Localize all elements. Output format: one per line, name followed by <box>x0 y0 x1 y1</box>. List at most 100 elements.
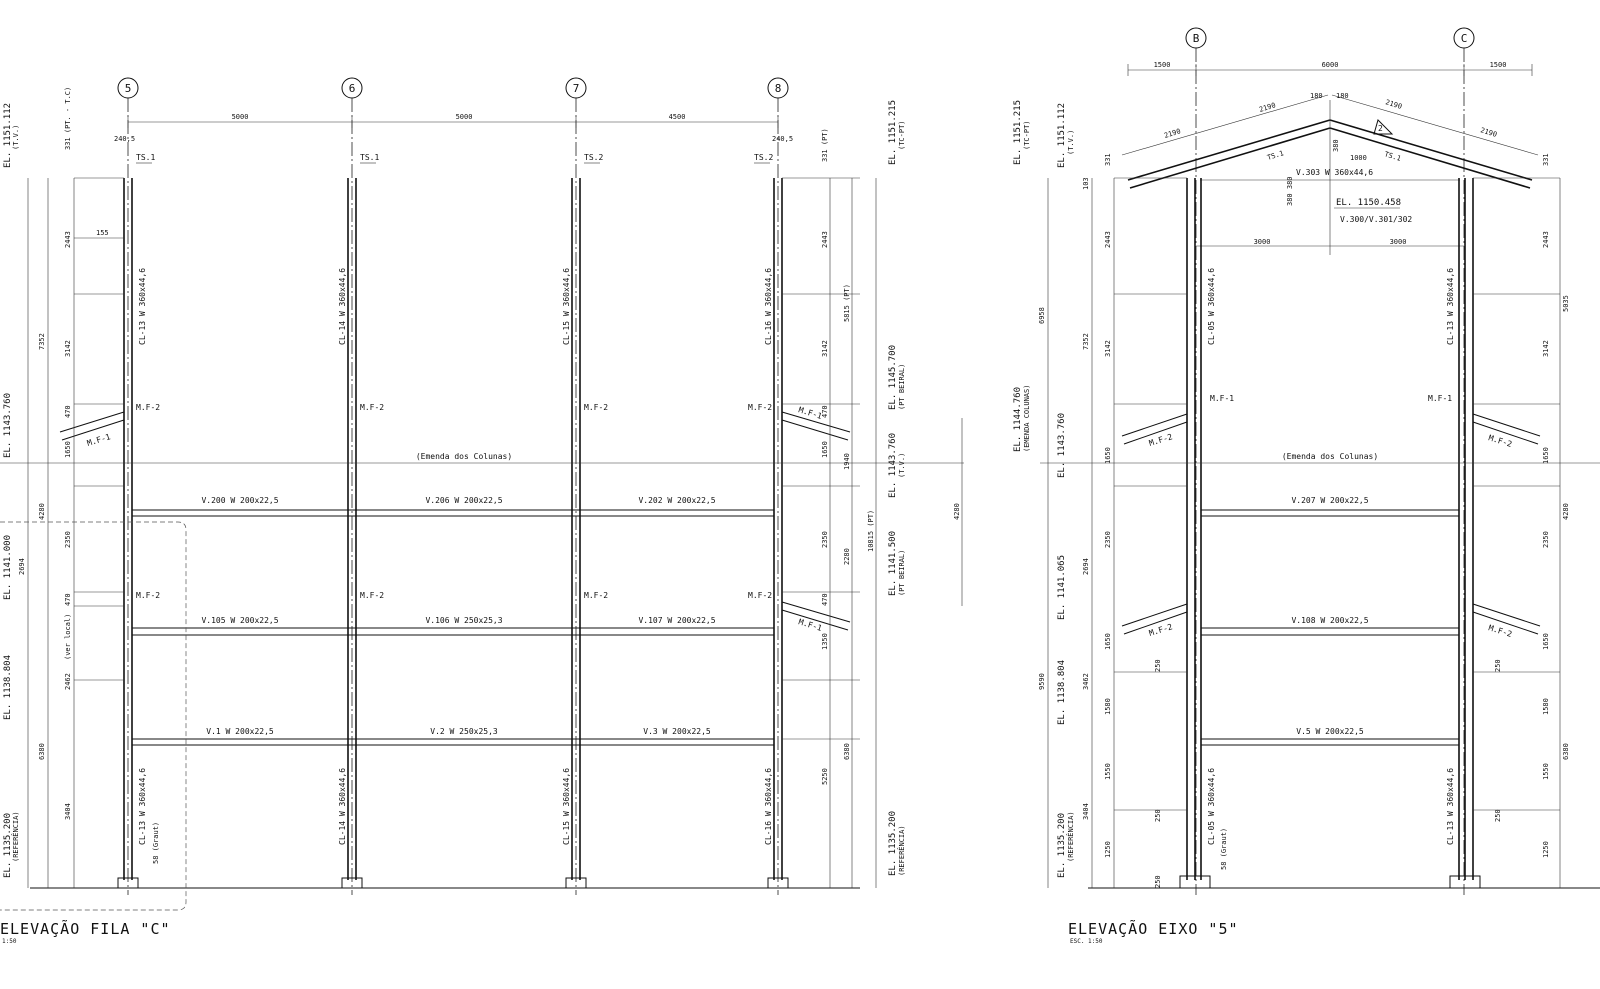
dim-text: 331 (PT) <box>821 128 829 162</box>
mf1-label: M.F-1 <box>86 432 112 448</box>
column-label: CL-16 W 360x44,6 <box>764 768 773 845</box>
girts: 250 250 250 250 250 <box>1114 177 1560 888</box>
elevation-eixo-5: B C 1500 6000 1500 2190 2190 <box>1013 27 1600 945</box>
dim-chain-left: 331 103 2443 3142 1650 2350 1650 3462 15… <box>1038 153 1115 888</box>
misc-dim: 155 <box>96 229 109 237</box>
dim-text: 2350 <box>821 531 829 548</box>
elevation-label: EL. 1138.804 <box>3 655 13 720</box>
columns <box>1179 178 1481 889</box>
mf-label: M.F-2 <box>584 591 608 600</box>
beam-label: V.107 W 200x22,5 <box>638 616 715 625</box>
elevation-note: (EMENDA COLUNAS) <box>1023 385 1031 452</box>
elevation-note: (T.V.) <box>12 125 20 150</box>
roof-dim: 2190 <box>1384 98 1402 111</box>
elevation-note: (TC-PT) <box>1023 120 1031 150</box>
span-dim: 5000 <box>456 113 473 121</box>
ridge-dim: 380 380 <box>1286 176 1294 206</box>
dim-text: 1550 <box>1542 763 1550 780</box>
dim-text: 5815 (PT) <box>843 284 851 322</box>
column-label: CL-05 W 360x44,6 <box>1207 768 1216 845</box>
dim-text: 1250 <box>1104 841 1112 858</box>
roof-dim: 2190 <box>1479 126 1497 139</box>
elevation-label: EL. 1143.760 <box>1057 413 1067 478</box>
mf1-label: M.F-1 <box>1210 394 1234 403</box>
dim-text: 1650 <box>1104 447 1112 464</box>
dim-text: 1650 <box>1542 633 1550 650</box>
dim-text: 3462 <box>1082 673 1090 690</box>
mf-label: M.F-2 <box>360 403 384 412</box>
elevation-fila-c: 5 6 7 8 <box>0 77 964 945</box>
roof-dim: 1000 <box>1350 154 1367 162</box>
beam-label: V.202 W 200x22,5 <box>638 496 715 505</box>
view-title: ELEVAÇÃO EIXO "5" <box>1068 919 1239 938</box>
elevation-note: (PT BEIRAL) <box>898 550 906 596</box>
beam-row-1: V.200 W 200x22,5 V.206 W 200x22,5 V.202 … <box>132 496 774 517</box>
ridge-beam-label: V.303 W 360x44,6 <box>1296 168 1373 177</box>
grid-label: 5 <box>125 82 132 95</box>
elevation-note: (REFERÊNCIA) <box>1066 811 1075 862</box>
elevation-label: EL. 1141.065 <box>1057 555 1067 620</box>
mf1-label: M.F-1 <box>797 405 823 421</box>
dim-text: 2280 <box>843 548 851 565</box>
beams: V.207 W 200x22,5 V.108 W 200x22,5 V.5 W … <box>1201 496 1459 746</box>
roof-dim: 180 <box>1310 92 1323 100</box>
dim-text: 1650 <box>64 441 72 458</box>
grid-axis-c: C <box>1453 27 1475 49</box>
dim-text: 6380 <box>38 743 46 760</box>
column-label: CL-16 W 360x44,6 <box>764 268 773 345</box>
grid-axis-b: B <box>1185 27 1207 49</box>
column-label: CL-13 W 360x44,6 <box>138 768 147 845</box>
dim-text: 1550 <box>1104 763 1112 780</box>
ts-label: TS.2 <box>584 153 603 162</box>
dim-text: 9590 <box>1038 673 1046 690</box>
dim-text: 3142 <box>821 340 829 357</box>
mf-label: M.F-2 <box>748 591 772 600</box>
view-scale: 1:50 <box>2 938 17 945</box>
dim-chain-left: 331 (PT. - T.C) 2443 3142 470 1650 2350 … <box>18 87 75 888</box>
mf-label: M.F-2 <box>584 403 608 412</box>
grout-note: 58 (Graut) <box>1220 828 1228 870</box>
beam-label: V.207 W 200x22,5 <box>1291 496 1368 505</box>
dim-text: 10815 (PT) <box>867 510 875 552</box>
dim-text: 2443 <box>1104 231 1112 248</box>
grid-label: 8 <box>775 82 782 95</box>
ts-label: TS.2 <box>754 153 773 162</box>
edge-dim: 240,5 <box>772 135 793 143</box>
mf2-label: M.F-2 <box>1487 623 1513 639</box>
mf1-label: M.F-1 <box>1428 394 1452 403</box>
dim-text: 6380 <box>1562 743 1570 760</box>
splice-note: (Emenda dos Colunas) <box>416 452 512 461</box>
dim-text: 6958 <box>1038 307 1046 324</box>
misc-dim: 250 <box>1494 659 1502 672</box>
dim-chain-right: 331 (PT) 2443 3142 470 1650 2350 470 135… <box>821 128 963 888</box>
roof-mark: TS.1 <box>1383 150 1401 163</box>
elevation-label: EL. 1151.215 <box>1013 100 1023 165</box>
grid-axis-8: 8 <box>767 77 789 99</box>
misc-dim: 250 <box>1154 659 1162 672</box>
misc-dim: 250 <box>1494 809 1502 822</box>
mf-label: M.F-2 <box>136 591 160 600</box>
dim-text: 2350 <box>1104 531 1112 548</box>
elevation-label: EL. 1143.760 <box>888 433 898 498</box>
dim-text: 4280 <box>953 503 961 520</box>
half-span-dim: 3000 <box>1390 238 1407 246</box>
beam-label: V.106 W 250x25,3 <box>425 616 502 625</box>
dim-text: 1580 <box>1104 698 1112 715</box>
beam-label: V.5 W 200x22,5 <box>1296 727 1364 736</box>
grid-axis-5: 5 <box>117 77 139 99</box>
elevation-label: EL. 1138.804 <box>1057 660 1067 725</box>
span-dim: 5000 <box>232 113 249 121</box>
mf-label: M.F-2 <box>136 403 160 412</box>
dim-text: 103 <box>1082 177 1090 190</box>
columns <box>117 178 789 889</box>
elevation-note: (T.V.) <box>898 453 906 478</box>
column-label: CL-15 W 360x44,6 <box>562 768 571 845</box>
dim-text: 2443 <box>64 231 72 248</box>
beam-label: V.2 W 250x25,3 <box>430 727 498 736</box>
misc-dim: (ver local) <box>64 614 72 660</box>
elevation-label: EL. 1141.500 <box>888 531 898 596</box>
top-dimensions: 1500 6000 1500 <box>1127 61 1533 76</box>
half-span-dim: 3000 <box>1254 238 1271 246</box>
mf-label: M.F-2 <box>748 403 772 412</box>
